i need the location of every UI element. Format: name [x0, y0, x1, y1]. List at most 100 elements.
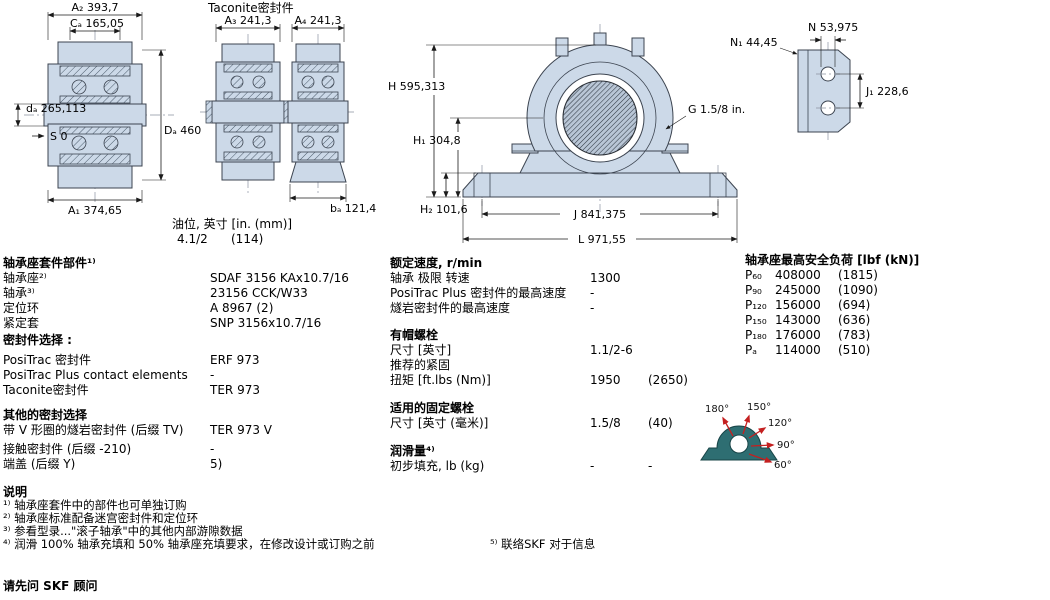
row-label: P₉₀ — [745, 283, 762, 297]
row-value: 1300 — [590, 271, 621, 285]
housing-parts-table: 轴承座套件部件¹⁾ 轴承座²⁾ SDAF 3156 KAx10.7/16 轴承³… — [3, 256, 385, 472]
row-value: - — [210, 368, 215, 382]
seat-ring — [543, 61, 657, 175]
row-value: 176000 — [775, 328, 821, 342]
row-value: 23156 CCK/W33 — [210, 286, 308, 300]
table-row: 推荐的紧固 — [390, 358, 720, 373]
dim-a1-label: A₁ 374,65 — [68, 204, 122, 217]
dim-da-label: dₐ 265,113 — [26, 102, 86, 115]
row-value: 1950 — [590, 373, 621, 387]
load-direction-diagram: 180° 150° 120° 90° 60° — [700, 402, 795, 471]
row-label: Taconite密封件 — [3, 383, 89, 397]
footer-note: 请先问 SKF 顾问 — [3, 579, 98, 593]
foundation-hole-right — [709, 172, 727, 198]
row-label: PosiTrac Plus contact elements — [3, 368, 188, 382]
table-row: PosiTrac Plus 密封件的最高速度 - — [390, 286, 720, 301]
shaft-crosshatch — [562, 80, 638, 156]
angle-label-60: 60° — [774, 460, 792, 471]
top-fitting-left — [555, 37, 569, 57]
table-row: 轴承座²⁾ SDAF 3156 KAx10.7/16 — [3, 271, 385, 286]
table-row: 尺寸 [英寸 (毫米)] 1.5/8 (40) — [390, 416, 720, 431]
row-label: 端盖 (后缀 Y) — [3, 457, 76, 471]
load-ratings-table: 轴承座最高安全负荷 [lbf (kN)] P₆₀ 408000 (1815) P… — [745, 253, 1045, 358]
row-label: PosiTrac Plus 密封件的最高速度 — [390, 286, 567, 300]
row-value: - — [210, 442, 215, 456]
footnote-2: ²⁾ 轴承座标准配备迷宫密封件和定位环 — [3, 511, 199, 525]
housing-base — [462, 172, 738, 198]
row-value: - — [590, 459, 595, 473]
row-label: 轴承³⁾ — [3, 286, 35, 300]
footnotes: 说明 ¹⁾ 轴承座套件中的部件也可单独订购 ²⁾ 轴承座标准配备迷宫密封件和定位… — [3, 485, 375, 551]
row-value: 245000 — [775, 283, 821, 297]
dim-a3-label: A₃ 241,3 — [225, 14, 272, 27]
row-value-metric: - — [648, 459, 653, 473]
notes-title: 说明 — [3, 485, 28, 499]
taconite-view-a — [205, 43, 291, 181]
housing-cap-bottom — [57, 165, 133, 189]
dim-H1-label: H₁ 304,8 — [413, 134, 461, 147]
dimension-lines-side — [426, 44, 738, 243]
footnote-5: ⁵⁾ 联络SKF 对于信息 — [490, 537, 596, 551]
row-label: PosiTrac 密封件 — [3, 353, 92, 367]
row-value: A 8967 (2) — [210, 301, 274, 315]
angle-label-180: 180° — [705, 404, 729, 415]
row-label: 轴承 极限 转速 — [390, 271, 470, 285]
angle-label-150: 150° — [747, 402, 771, 413]
taconite-section-views: Taconite密封件 — [172, 0, 376, 246]
table-row: P₁₂₀ 156000 (694) — [745, 298, 1045, 313]
row-value: 5) — [210, 457, 223, 471]
table-row: PosiTrac Plus contact elements - — [3, 368, 385, 383]
table-row: PosiTrac 密封件 ERF 973 — [3, 353, 385, 368]
dimension-lines-end — [779, 36, 864, 109]
row-label: P₁₅₀ — [745, 313, 767, 327]
row-value-metric: (2650) — [648, 373, 688, 387]
row-value-metric: (510) — [838, 343, 871, 357]
table-row: P₁₈₀ 176000 (783) — [745, 328, 1045, 343]
row-label: 初步填充, lb (kg) — [390, 459, 485, 473]
housing-icon — [700, 425, 778, 461]
cap-bolts-title: 有帽螺栓 — [390, 328, 439, 342]
row-value-metric: (694) — [838, 298, 871, 312]
table-row: 带 V 形圈的燧岩密封件 (后缀 TV) TER 973 V — [3, 423, 385, 438]
row-value: - — [590, 286, 595, 300]
base-end-plate — [797, 49, 851, 133]
dim-N-label: N 53,975 — [808, 21, 858, 34]
row-value-metric: (40) — [648, 416, 673, 430]
row-label: 紧定套 — [3, 316, 40, 330]
grease-title: 润滑量⁴⁾ — [390, 444, 435, 458]
dim-s-label: S 0 — [50, 130, 67, 143]
row-label: 尺寸 [英寸 (毫米)] — [390, 416, 489, 430]
footnote-3: ³⁾ 参看型录..."滚子轴承"中的其他内部游隙数据 — [3, 524, 243, 538]
dim-H-label: H 595,313 — [388, 80, 445, 93]
dimension-lines-front — [14, 12, 166, 203]
dim-ca-label: Cₐ 165,05 — [70, 17, 124, 30]
dim-a4-label: A₄ 241,3 — [295, 14, 342, 27]
row-value: SNP 3156x10.7/16 — [210, 316, 322, 330]
dim-G-label: G 1.5/8 in. — [688, 103, 745, 116]
other-seals-title: 其他的密封选择 — [3, 408, 88, 422]
icon-bore — [729, 434, 749, 454]
table-row: 燧岩密封件的最高速度 - — [390, 301, 720, 316]
row-value-metric: (636) — [838, 313, 871, 327]
seal-choice-title: 密封件选择 : — [3, 333, 72, 347]
angle-label-90: 90° — [777, 440, 795, 451]
row-value-metric: (1815) — [838, 268, 878, 282]
taconite-view-b — [287, 43, 349, 183]
table-row: 紧定套 SNP 3156x10.7/16 — [3, 316, 385, 331]
row-value: TER 973 V — [210, 423, 272, 437]
table-row: P₉₀ 245000 (1090) — [745, 283, 1045, 298]
dim-L-label: L 971,55 — [578, 233, 626, 246]
dim-H2-label: H₂ 101,6 — [420, 203, 468, 216]
row-value: TER 973 — [210, 383, 260, 397]
dim-a2-label: A₂ 393,7 — [72, 1, 119, 14]
row-label: 定位环 — [3, 301, 40, 315]
oil-level-mm: (114) — [231, 232, 263, 246]
dim-N1-label: N₁ 44,45 — [730, 36, 778, 49]
row-value: 1.5/8 — [590, 416, 621, 430]
row-label: 扭矩 [ft.lbs (Nm)] — [390, 373, 491, 387]
speed-title: 额定速度, r/min — [390, 256, 483, 270]
row-value-metric: (783) — [838, 328, 871, 342]
table-row: 接触密封件 (后缀 -210) - — [3, 442, 385, 457]
load-angle-arrows — [722, 414, 775, 463]
row-label: Pₐ — [745, 343, 757, 357]
